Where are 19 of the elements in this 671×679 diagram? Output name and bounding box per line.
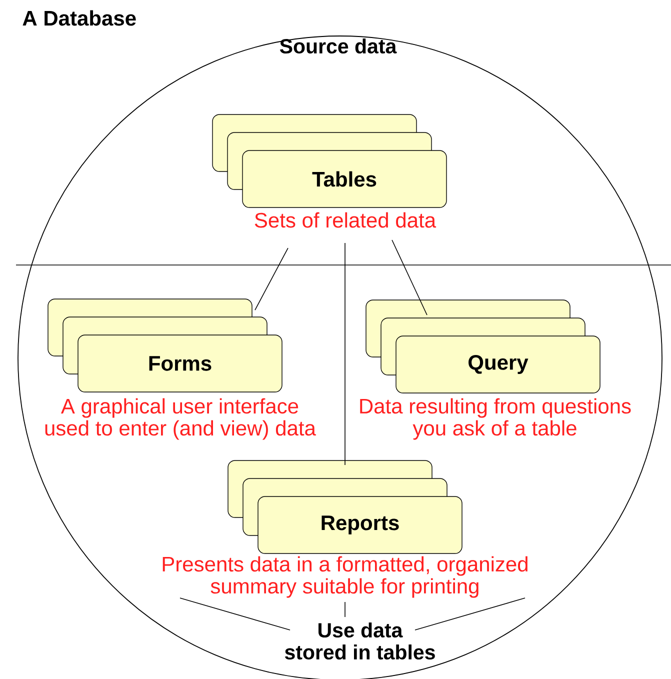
- connector-line: [344, 242, 346, 466]
- connector-line: [344, 602, 346, 618]
- connector-line: [180, 598, 290, 630]
- node-label: Tables: [312, 171, 376, 187]
- note-text: Use data stored in tables: [284, 622, 435, 660]
- description: Data resulting from questions you ask of a table: [360, 398, 631, 440]
- description: Sets of related data: [254, 212, 436, 228]
- stacked-cards: Forms: [48, 298, 282, 392]
- node-label: Query: [468, 354, 528, 374]
- description: A graphical user interface used to enter (and view) data: [45, 398, 316, 440]
- stacked-cards: Reports: [228, 460, 462, 554]
- stacked-cards: Tables: [212, 114, 447, 208]
- connector-line: [414, 598, 526, 630]
- node-label: Forms: [149, 356, 212, 371]
- connector-line: [254, 248, 288, 310]
- description: Presents data in a formatted, organized summary suitable for printing: [162, 556, 528, 598]
- title: A Database: [22, 10, 136, 26]
- connector-line: [392, 240, 428, 316]
- stacked-cards: Query: [366, 300, 600, 394]
